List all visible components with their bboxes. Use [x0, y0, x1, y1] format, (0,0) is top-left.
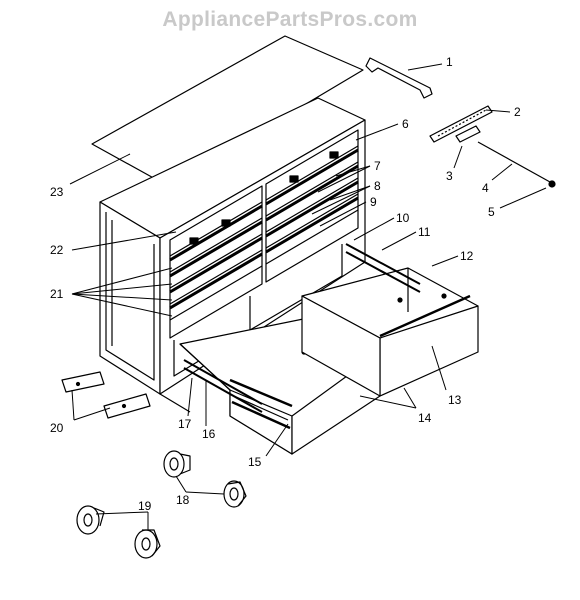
label-part-22: 22 [50, 243, 64, 257]
slide-bracket [455, 125, 481, 143]
lock-rod [477, 141, 551, 183]
caster-front-left [163, 450, 191, 478]
watermark-text: AppliancePartsPros.com [162, 8, 418, 31]
label-part-16: 16 [202, 427, 216, 441]
label-part-18: 18 [176, 493, 190, 507]
base-bracket-left [61, 371, 105, 393]
part-labels: 1 2 3 4 5 6 7 8 9 10 11 12 13 14 15 16 1… [50, 55, 521, 513]
label-part-3: 3 [446, 169, 453, 183]
label-part-11: 11 [418, 225, 431, 239]
right-drawer-stack [265, 129, 359, 283]
label-part-14: 14 [418, 411, 432, 425]
label-part-12: 12 [460, 249, 474, 263]
label-part-21: 21 [50, 287, 64, 301]
label-part-19: 19 [138, 499, 152, 513]
right-lower-drawer [301, 267, 479, 397]
label-part-20: 20 [50, 421, 64, 435]
label-part-7: 7 [374, 159, 381, 173]
label-part-5: 5 [488, 205, 495, 219]
label-part-17: 17 [178, 417, 192, 431]
label-part-10: 10 [396, 211, 410, 225]
caster-rear-left [76, 505, 105, 535]
label-part-15: 15 [248, 455, 262, 469]
label-part-2: 2 [514, 105, 521, 119]
label-part-13: 13 [448, 393, 462, 407]
label-part-1: 1 [446, 55, 453, 69]
label-part-23: 23 [50, 185, 64, 199]
label-part-4: 4 [482, 181, 489, 195]
label-part-8: 8 [374, 179, 381, 193]
leader-lines [69, 63, 547, 530]
label-part-6: 6 [402, 117, 409, 131]
top-plate [91, 35, 364, 187]
caster-rear-right [134, 529, 161, 559]
label-part-9: 9 [370, 195, 377, 209]
caster-front-right [223, 480, 247, 508]
base-bracket-right [103, 393, 151, 419]
handle [365, 57, 433, 99]
left-drawer-stack [169, 185, 263, 339]
screw [548, 180, 556, 188]
